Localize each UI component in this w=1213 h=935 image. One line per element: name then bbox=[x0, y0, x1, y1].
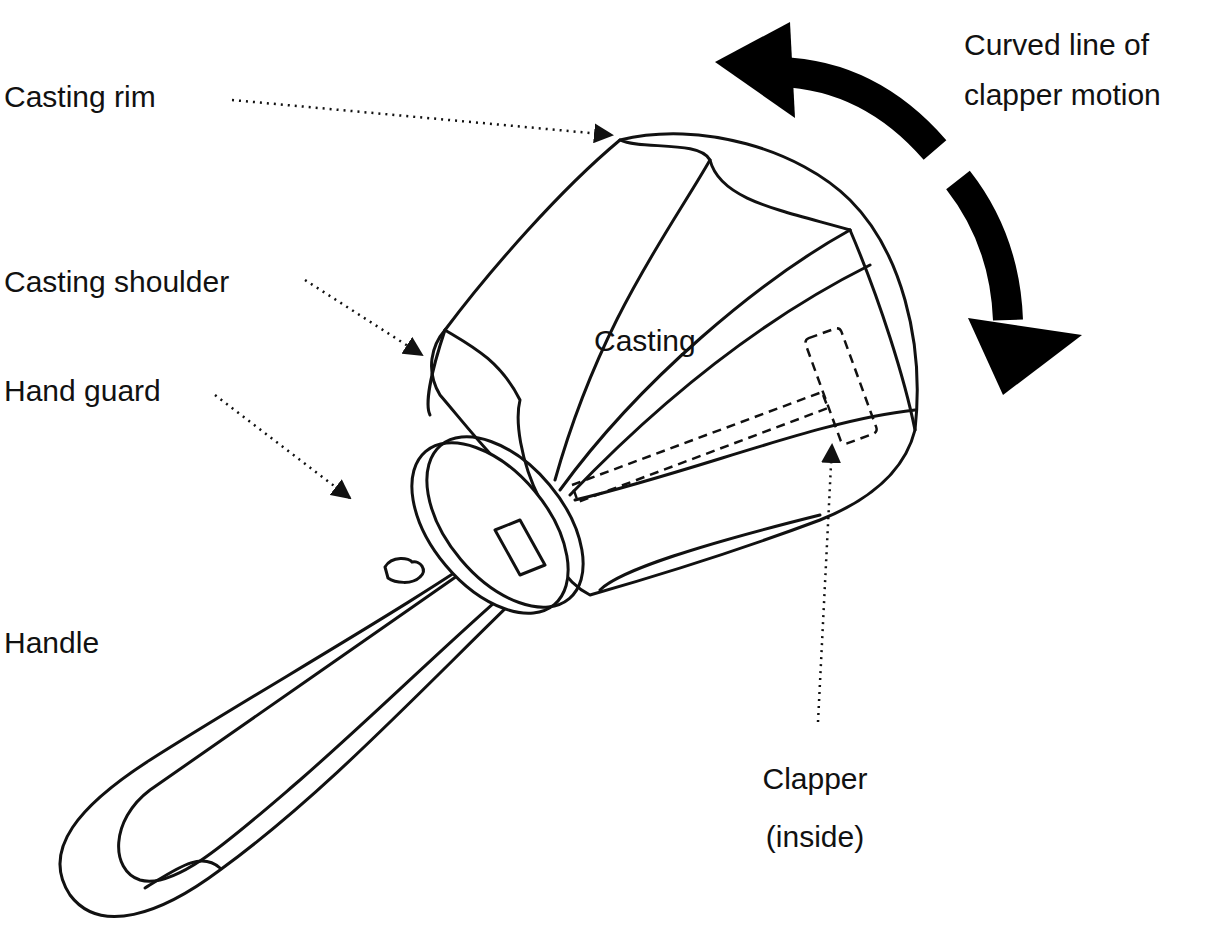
part-label: Handle bbox=[4, 624, 164, 662]
bell-casting bbox=[432, 134, 918, 595]
part-label: Casting shoulder bbox=[4, 263, 304, 301]
part-label: Casting bbox=[594, 322, 734, 360]
hand-guard bbox=[381, 414, 598, 642]
part-label: Hand guard bbox=[4, 372, 224, 410]
handle-inner bbox=[119, 560, 520, 881]
motion-label: Curved line of clapper motion bbox=[964, 20, 1209, 120]
leader-line bbox=[215, 100, 832, 722]
part-label: Clapper (inside) bbox=[745, 750, 885, 866]
motion-arrow bbox=[715, 22, 1082, 395]
part-label: Casting rim bbox=[4, 78, 264, 116]
